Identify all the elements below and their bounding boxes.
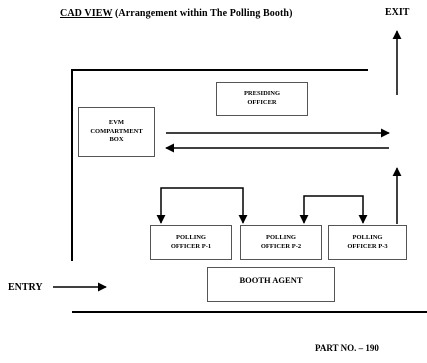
polling-officer-p3-box: POLLING OFFICER P-3 [328, 225, 407, 260]
title-sub: (Arrangement within The Polling Booth) [115, 8, 293, 19]
polling-officer-p3-label: POLLING OFFICER P-3 [347, 233, 388, 250]
p2-to-p3-arrow [299, 195, 368, 224]
part-number: PART NO. – 190 [315, 343, 379, 353]
entry-label: ENTRY [8, 282, 43, 293]
title-main: CAD VIEW [60, 8, 113, 19]
polling-officer-p2-label: POLLING OFFICER P-2 [260, 233, 302, 250]
p1-to-p2-arrow [156, 187, 248, 224]
polling-officer-p2-box: POLLING OFFICER P-2 [240, 225, 322, 260]
booth-agent-box: BOOTH AGENT [207, 267, 335, 302]
diagram-title: CAD VIEW (Arrangement within The Polling… [60, 8, 293, 19]
polling-officer-p1-box: POLLING OFFICER P-1 [150, 225, 232, 260]
booth-wall [71, 69, 368, 261]
booth-agent-label: BOOTH AGENT [239, 275, 303, 285]
presiding-officer-label: PRESIDING OFFICER [243, 90, 281, 106]
evm-compartment-label: EVM COMPARTMENT BOX [90, 118, 143, 144]
evm-compartment-box: EVM COMPARTMENT BOX [78, 107, 155, 157]
exit-label: EXIT [385, 7, 410, 18]
polling-officer-p1-label: POLLING OFFICER P-1 [170, 233, 212, 250]
presiding-officer-box: PRESIDING OFFICER [216, 82, 308, 116]
